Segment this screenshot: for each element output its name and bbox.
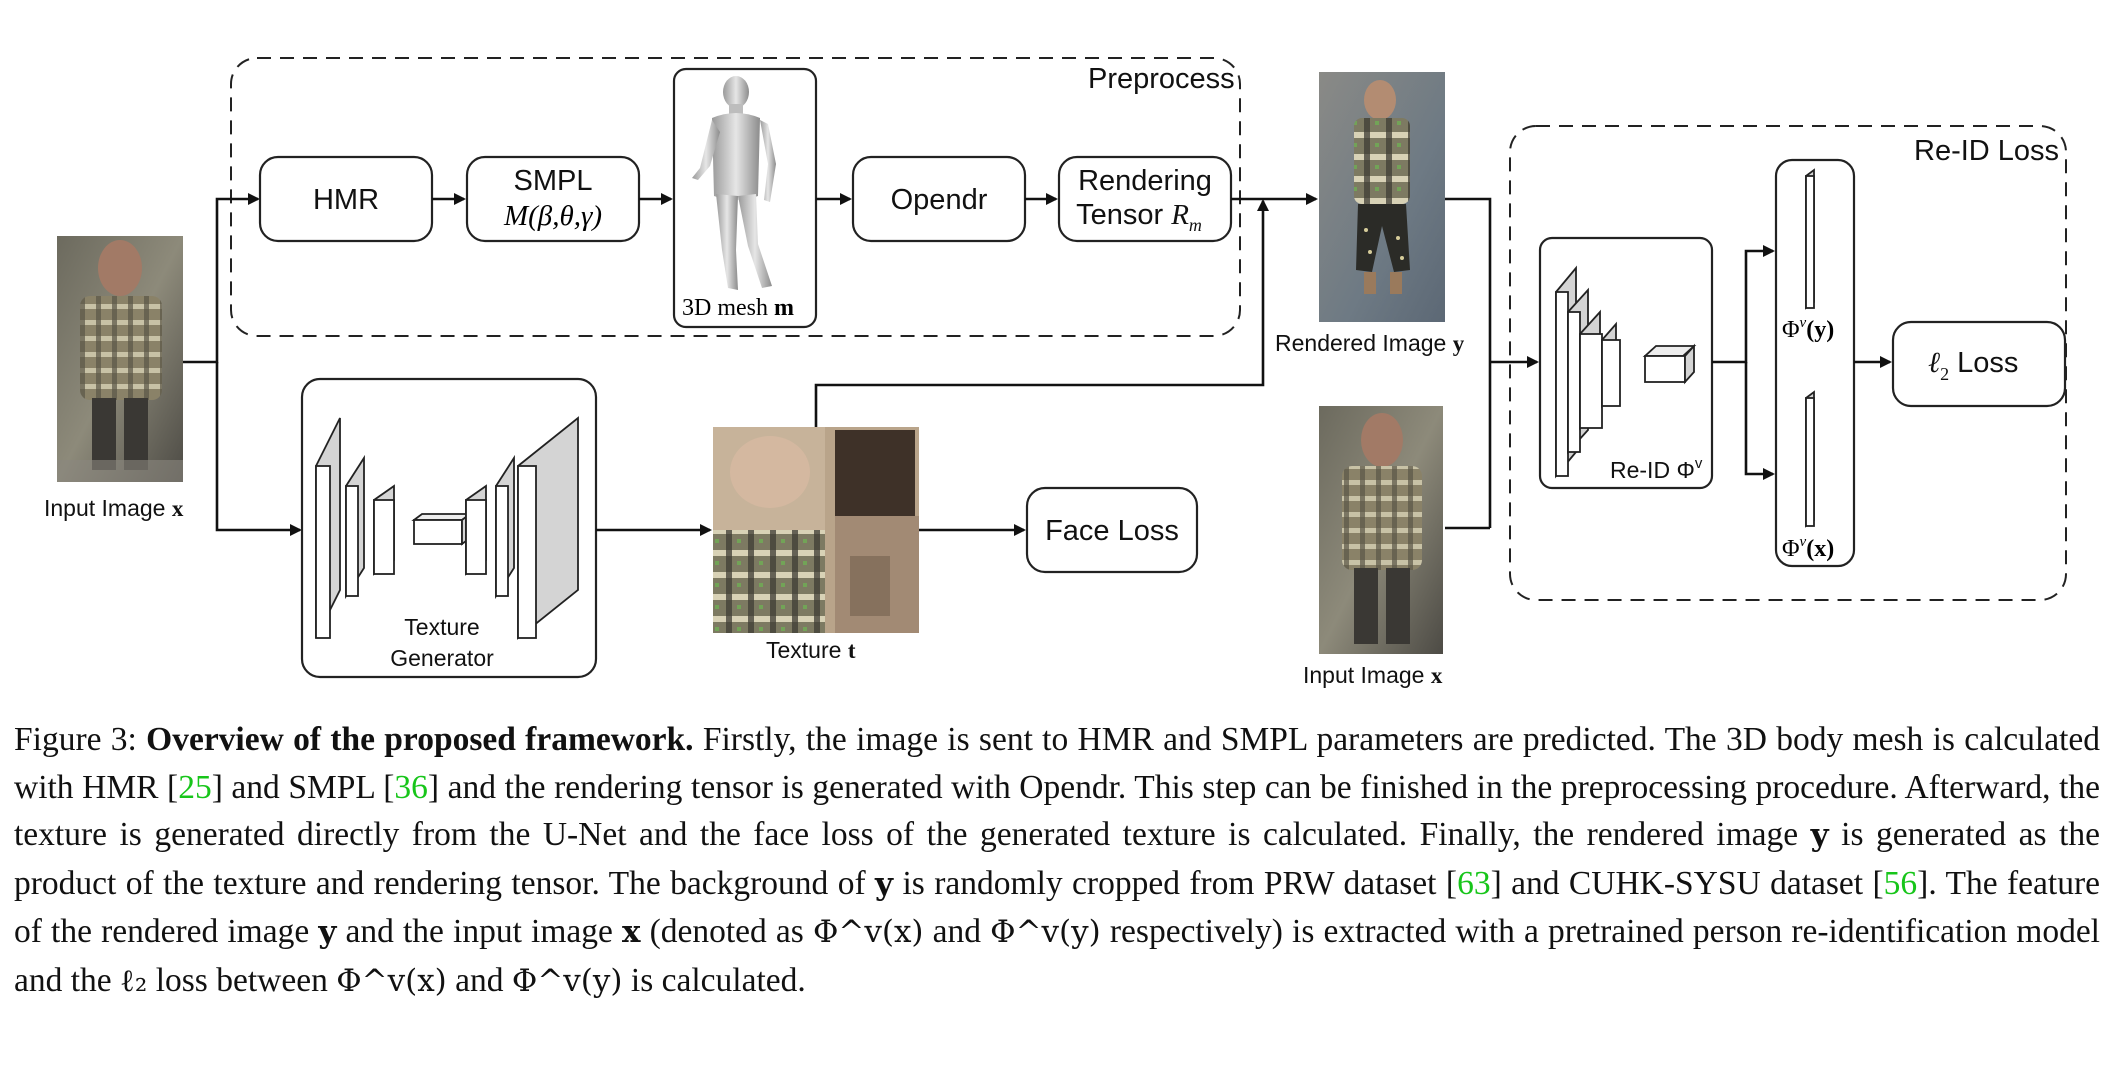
texture-image [713, 427, 919, 633]
preprocess-group [230, 57, 1241, 337]
rendered-image [1319, 72, 1445, 322]
citation-link[interactable]: 56 [1883, 864, 1918, 902]
face-loss-label: Face Loss [1045, 515, 1179, 547]
citation-link[interactable]: 25 [178, 768, 212, 806]
figure-label: Figure 3: [14, 721, 147, 758]
input-image-right-caption: Input Image x [1303, 662, 1443, 688]
framework-diagram: Preprocess Re-ID Loss Input Image x HMR … [44, 57, 2067, 688]
texture-generator-label-1: Texture [404, 614, 479, 640]
face-loss-box [1025, 486, 1199, 574]
input-image-right [1319, 406, 1443, 654]
figure-caption: Figure 3: Overview of the proposed frame… [14, 721, 2100, 999]
reid-loss-group-label: Re-ID Loss [1914, 135, 2059, 167]
mesh-caption: 3D mesh m [682, 295, 794, 321]
rendering-label-1: Rendering [1078, 165, 1212, 197]
l2-loss-box [1891, 320, 2067, 408]
rendered-image-caption: Rendered Image y [1275, 330, 1465, 356]
phi-x-label: Φv(x) [1782, 534, 1834, 562]
reid-network-layers [1555, 265, 1697, 479]
texture-caption: Texture t [766, 637, 856, 663]
citation-link[interactable]: 36 [394, 768, 428, 806]
caption-title: Overview of the proposed framework. [146, 721, 694, 758]
preprocess-label: Preprocess [1088, 63, 1235, 95]
rendering-label-2: Tensor Rm [1076, 199, 1202, 235]
smpl-formula: M(β,θ,γ) [503, 200, 602, 232]
texture-generator-label-2: Generator [390, 645, 494, 671]
feature-vector-y [1805, 168, 1815, 310]
opendr-label: Opendr [891, 184, 988, 216]
reid-network-label: Re-ID Φv [1610, 455, 1703, 483]
smpl-title: SMPL [514, 165, 593, 197]
citation-link[interactable]: 63 [1457, 864, 1491, 902]
l2-loss-label: ℓ2 Loss [1928, 347, 2018, 384]
phi-y-label: Φv(y) [1782, 315, 1834, 343]
input-image-left [57, 236, 183, 482]
texture-generator-unet [315, 416, 579, 640]
input-image-left-caption: Input Image x [44, 495, 184, 521]
features-box [1774, 158, 1856, 568]
hmr-label: HMR [313, 184, 379, 216]
feature-vector-x [1805, 390, 1815, 528]
mesh-body-figure [692, 76, 776, 290]
